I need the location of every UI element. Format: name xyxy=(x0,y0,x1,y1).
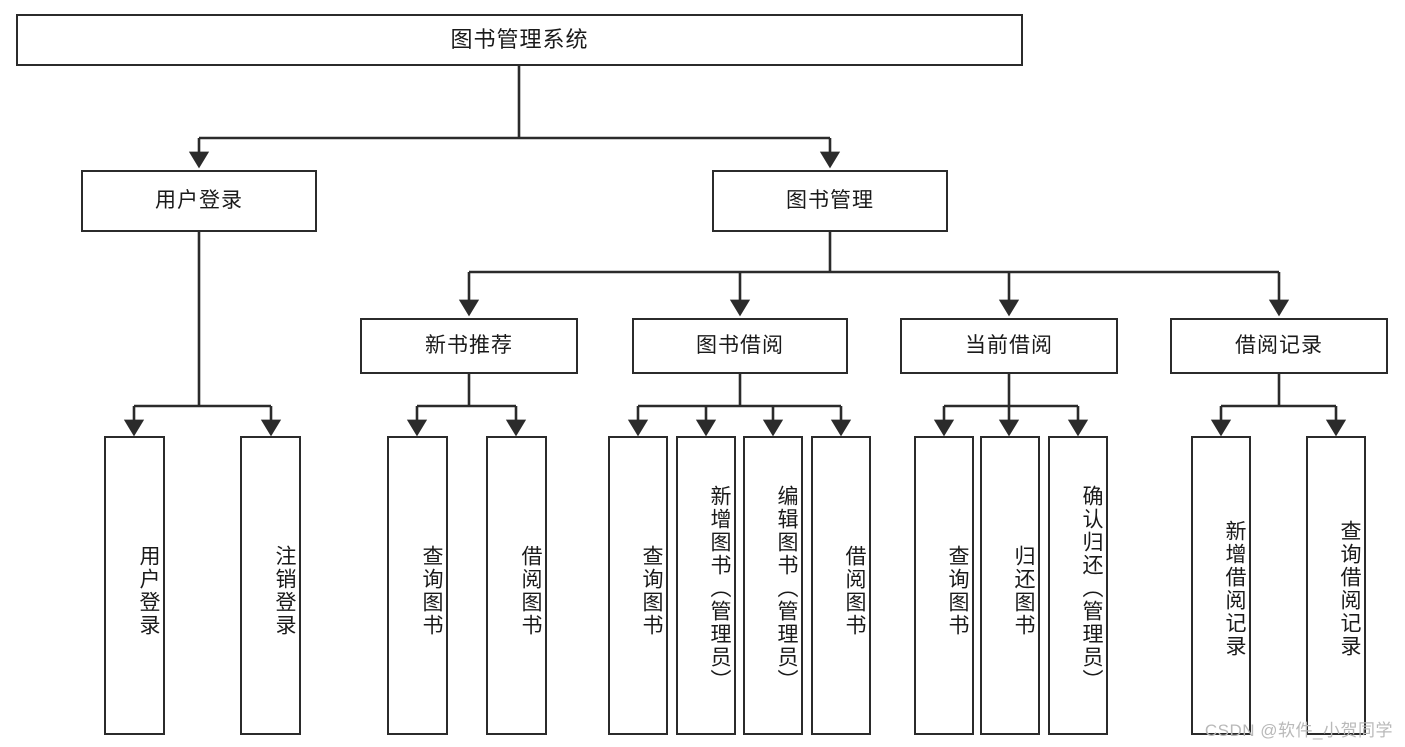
node-user-login[interactable]: 用户登录 xyxy=(81,170,317,232)
leaf-borrow-record-add-record[interactable]: 新增借阅记录 xyxy=(1191,436,1251,735)
node-label: 图书借阅 xyxy=(696,334,784,358)
leaf-new-book-borrow-book[interactable]: 借阅图书 xyxy=(486,436,547,735)
node-label: 编辑图书（管理员） xyxy=(775,485,798,692)
node-root-book-management-system[interactable]: 图书管理系统 xyxy=(16,14,1023,66)
node-label: 借阅图书 xyxy=(519,544,542,637)
node-label: 图书管理 xyxy=(786,189,874,213)
node-label: 新书推荐 xyxy=(425,334,513,358)
node-label: 图书管理系统 xyxy=(450,26,589,52)
node-label: 新增借阅记录 xyxy=(1223,519,1246,658)
leaf-current-borrow-confirm-return-admin[interactable]: 确认归还（管理员） xyxy=(1048,436,1108,735)
node-label: 查询图书 xyxy=(946,544,969,637)
watermark-text: CSDN @软件_小贺同学 xyxy=(1204,721,1393,740)
node-current-borrow[interactable]: 当前借阅 xyxy=(900,318,1118,374)
node-label: 借阅记录 xyxy=(1235,334,1323,358)
node-label: 注销登录 xyxy=(273,544,296,637)
node-book-borrow[interactable]: 图书借阅 xyxy=(632,318,848,374)
node-label: 新增图书（管理员） xyxy=(708,485,731,692)
node-label: 查询图书 xyxy=(420,544,443,637)
node-label: 用户登录 xyxy=(155,189,243,213)
leaf-book-borrow-query-book[interactable]: 查询图书 xyxy=(608,436,668,735)
node-label: 查询借阅记录 xyxy=(1338,519,1361,658)
leaf-borrow-record-query-record[interactable]: 查询借阅记录 xyxy=(1306,436,1366,735)
node-label: 当前借阅 xyxy=(965,334,1053,358)
leaf-user-login-login[interactable]: 用户登录 xyxy=(104,436,165,735)
leaf-current-borrow-return-book[interactable]: 归还图书 xyxy=(980,436,1040,735)
node-label: 用户登录 xyxy=(137,544,160,637)
node-label: 归还图书 xyxy=(1012,544,1035,637)
leaf-book-borrow-borrow-book[interactable]: 借阅图书 xyxy=(811,436,871,735)
node-label: 借阅图书 xyxy=(843,544,866,637)
node-borrow-record[interactable]: 借阅记录 xyxy=(1170,318,1388,374)
leaf-book-borrow-add-book-admin[interactable]: 新增图书（管理员） xyxy=(676,436,736,735)
node-label: 确认归还（管理员） xyxy=(1080,485,1103,692)
node-label: 查询图书 xyxy=(640,544,663,637)
leaf-user-login-logout[interactable]: 注销登录 xyxy=(240,436,301,735)
leaf-current-borrow-query-book[interactable]: 查询图书 xyxy=(914,436,974,735)
node-new-book-recommend[interactable]: 新书推荐 xyxy=(360,318,578,374)
leaf-new-book-query-book[interactable]: 查询图书 xyxy=(387,436,448,735)
leaf-book-borrow-edit-book-admin[interactable]: 编辑图书（管理员） xyxy=(743,436,803,735)
node-book-management[interactable]: 图书管理 xyxy=(712,170,948,232)
